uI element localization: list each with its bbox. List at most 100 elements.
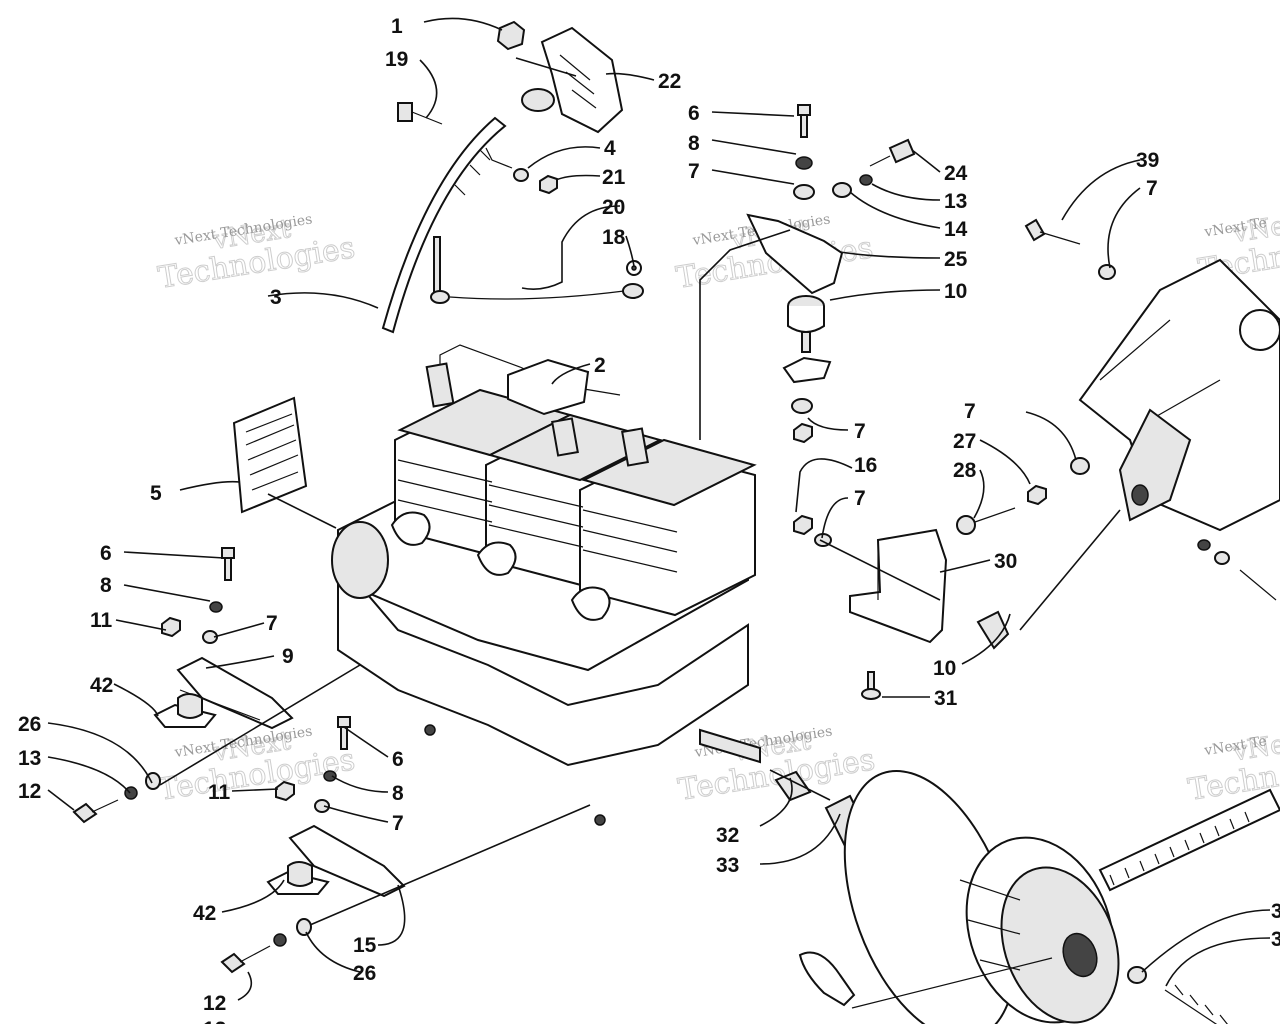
callout-42: 42 <box>90 674 113 697</box>
part-washer-lower-right <box>1127 966 1147 984</box>
callout-2: 2 <box>594 354 606 377</box>
callout-6: 6 <box>100 542 112 565</box>
callout-10: 10 <box>933 657 956 680</box>
callout-20: 20 <box>602 196 625 219</box>
callout-1: 1 <box>391 15 403 38</box>
callout-8: 8 <box>392 782 404 805</box>
callout-31: 31 <box>934 687 958 710</box>
part-mount-10-low <box>976 610 1010 650</box>
part-lockwasher-8-center <box>323 770 337 782</box>
callout-10: 10 <box>944 280 967 303</box>
part-washer-13-right <box>859 174 873 186</box>
callout-39: 39 <box>1136 149 1159 172</box>
callout-13: 13 <box>944 190 967 213</box>
part-nut-21 <box>539 174 558 195</box>
callout-6: 6 <box>392 748 404 771</box>
part-mount-bracket-15 <box>288 824 406 898</box>
part-bolt-6-left <box>221 547 235 581</box>
callout-25: 25 <box>944 248 968 271</box>
part-isolator-42-top <box>153 693 217 728</box>
callout-8: 8 <box>100 574 112 597</box>
watermark-3: vNext Technologies vNext Technologies <box>155 723 358 808</box>
part-washers-right-edge <box>1197 539 1277 601</box>
callout-5: 5 <box>150 482 162 505</box>
callout-7: 7 <box>688 160 700 183</box>
part-screw-31 <box>861 671 881 700</box>
callout-30: 30 <box>994 550 1017 573</box>
part-ground-strap <box>430 236 644 304</box>
callout-14: 14 <box>944 218 968 241</box>
callout-19: 19 <box>385 48 408 71</box>
part-lockwasher-13-bottom <box>273 933 287 947</box>
part-spacer-32 <box>774 770 812 802</box>
callout-12: 12 <box>203 992 226 1015</box>
callout-12: 12 <box>18 780 41 803</box>
callout-4: 4 <box>604 137 616 160</box>
part-washer-7-mid-right <box>1070 457 1090 475</box>
watermark-1: vNext Technologies vNext Technologies <box>155 211 358 296</box>
part-bolt-39 <box>1024 218 1081 245</box>
part-screw-24 <box>869 138 916 167</box>
part-isolator-42-bottom <box>266 861 330 895</box>
callout-16: 16 <box>854 454 877 477</box>
callout-26: 26 <box>18 713 41 736</box>
leader-lines <box>47 17 1271 1001</box>
callout-12-edge: 12 <box>203 1018 226 1024</box>
part-mount-10-top <box>782 295 832 384</box>
callout-7: 7 <box>392 812 404 835</box>
callout-42: 42 <box>193 902 216 925</box>
part-bolt-6-top <box>797 104 811 138</box>
callout-7: 7 <box>854 420 866 443</box>
part-bracket-25 <box>746 213 844 295</box>
part-bolt-lower-right <box>1164 984 1228 1024</box>
callout-24: 24 <box>944 162 968 185</box>
part-nut-27 <box>1027 484 1047 506</box>
part-nut-16-mid <box>793 422 813 444</box>
callout-labels: 1 19 22 6 8 7 4 21 24 13 39 7 20 18 14 2… <box>18 15 1280 1024</box>
callout-6: 6 <box>688 102 700 125</box>
callout-3-edge-a: 3 <box>1271 900 1280 923</box>
part-bracket-30 <box>849 528 948 644</box>
callout-21: 21 <box>602 166 626 189</box>
part-bolt-12-left <box>72 799 119 824</box>
part-washer-7-left <box>202 630 218 644</box>
callout-28: 28 <box>953 459 977 482</box>
callout-32: 32 <box>716 824 739 847</box>
callout-18: 18 <box>602 226 626 249</box>
part-star-washer-18 <box>626 260 642 276</box>
part-washer-7-center <box>314 799 330 813</box>
part-drive-clutch <box>843 769 1120 1024</box>
part-bolt-28 <box>956 507 1016 535</box>
part-wire-tube <box>381 116 513 334</box>
part-chassis-bracket <box>1078 258 1280 532</box>
callout-33: 33 <box>716 854 739 877</box>
part-washer-7-mid <box>791 398 813 414</box>
callout-13: 13 <box>18 747 41 770</box>
callout-7: 7 <box>1146 177 1158 200</box>
callout-9: 9 <box>282 645 294 668</box>
callout-22: 22 <box>658 70 681 93</box>
callout-15: 15 <box>353 934 377 957</box>
part-washer-14 <box>832 182 852 198</box>
part-ignition-coil-bracket <box>521 26 624 134</box>
part-nut-11-left <box>161 616 181 638</box>
callout-26: 26 <box>353 962 376 985</box>
part-washer-7-right <box>1098 264 1116 280</box>
part-washer-4 <box>513 168 529 182</box>
callout-7: 7 <box>964 400 976 423</box>
part-nut-16-low <box>793 514 813 536</box>
part-clip <box>496 20 526 51</box>
part-bolt-12-bottom <box>220 945 271 974</box>
callout-3-edge-b: 3 <box>1271 928 1280 951</box>
callout-11: 11 <box>208 781 231 804</box>
callout-3: 3 <box>270 286 282 309</box>
part-nut-11-center <box>275 780 295 802</box>
callout-7: 7 <box>854 487 866 510</box>
part-lockwasher-8-left <box>209 601 223 613</box>
callout-27: 27 <box>953 430 976 453</box>
part-drive-belt <box>798 788 1280 1009</box>
part-screw-19 <box>397 102 443 125</box>
part-lockwasher-8-top <box>795 156 813 170</box>
callout-8: 8 <box>688 132 700 155</box>
